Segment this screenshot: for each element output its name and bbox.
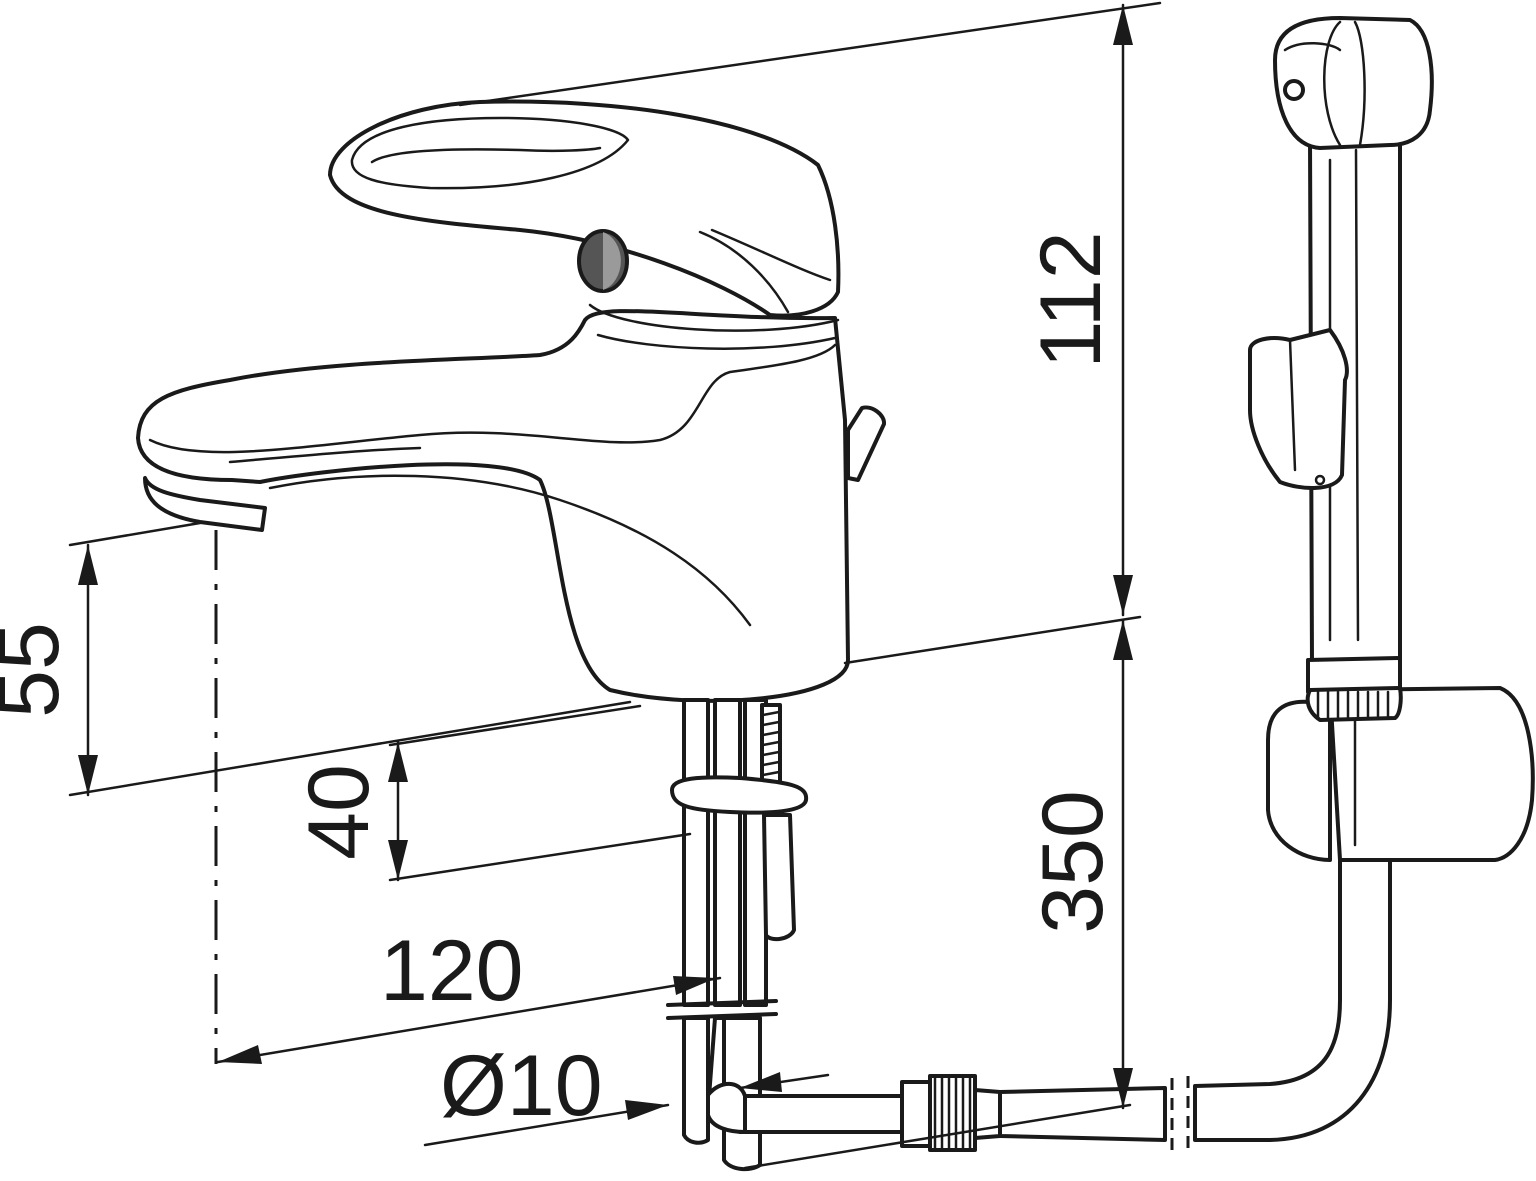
hose-connector: [706, 833, 1392, 1155]
popup-rod: [846, 405, 886, 482]
dimension-55-label: 55: [0, 622, 77, 718]
hand-shower: [1248, 16, 1535, 862]
dimension-labels: 55 40 112 350 120 Ø10: [0, 231, 1121, 1134]
lever-handle: [328, 99, 841, 318]
dimension-350-label: 350: [1025, 790, 1121, 934]
dimension-120-label: 120: [380, 923, 524, 1019]
dimension-lines: [68, 1, 1162, 1170]
dimension-112-label: 112: [1023, 231, 1119, 368]
faucet-body: [136, 303, 850, 703]
dimension-40-label: 40: [291, 764, 387, 860]
dimension-diameter-label: Ø10: [440, 1038, 603, 1134]
